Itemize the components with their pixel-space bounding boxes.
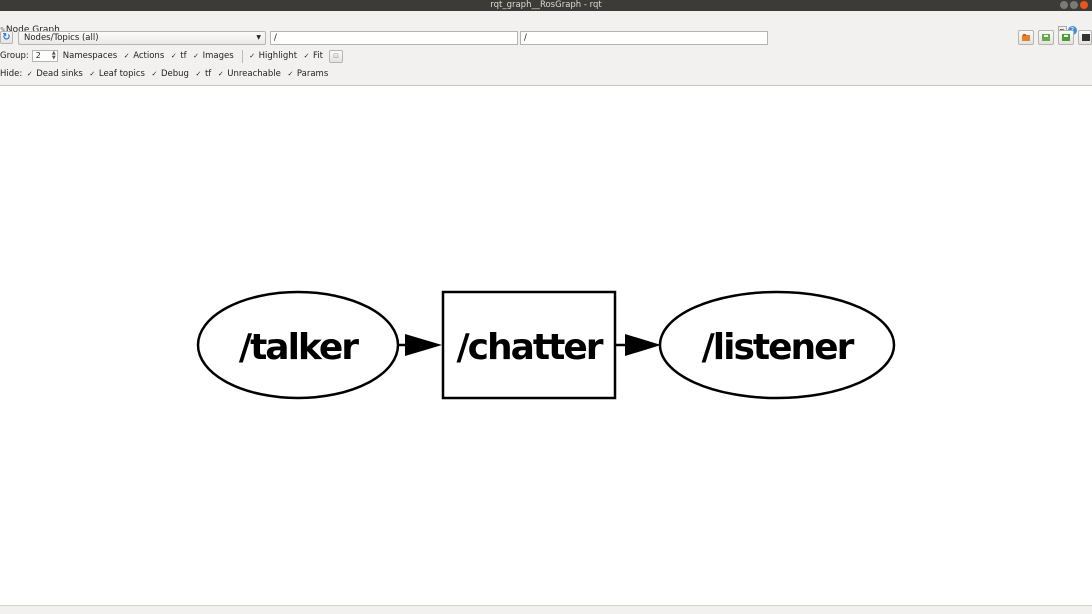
group-value: 2 xyxy=(35,51,41,60)
node-ellipse xyxy=(658,290,896,400)
save-image-button[interactable] xyxy=(1078,30,1092,45)
refresh-button[interactable]: ↻ xyxy=(0,31,13,44)
namespaces-checkbox[interactable]: Namespaces xyxy=(63,51,117,61)
check-icon: ✓ xyxy=(89,70,96,78)
topic-filter-input[interactable]: / xyxy=(520,31,768,45)
unreachable-checkbox[interactable]: ✓Unreachable xyxy=(217,69,281,79)
debug-checkbox[interactable]: ✓Debug xyxy=(151,69,189,79)
window-controls xyxy=(1060,1,1088,10)
check-icon: ✓ xyxy=(123,52,130,60)
namespaces-label: Namespaces xyxy=(62,51,118,61)
fit-in-view-button[interactable]: ⊡ xyxy=(329,49,343,63)
check-icon: ✓ xyxy=(193,52,200,60)
group-spinbox[interactable]: 2 ▲▼ xyxy=(31,50,58,62)
save-dot-icon xyxy=(1042,34,1050,41)
tf-label: tf xyxy=(180,51,187,61)
graph-canvas[interactable]: /talker /chatter /listener xyxy=(0,86,1092,605)
check-icon: ✓ xyxy=(195,70,202,78)
actions-checkbox[interactable]: ✓Actions xyxy=(123,51,165,61)
graph-type-select[interactable]: Nodes/Topics (all) ▼ xyxy=(18,31,266,45)
hide-label: Hide: xyxy=(0,69,23,79)
topic-label: /chatter xyxy=(457,327,604,368)
check-icon: ✓ xyxy=(151,70,158,78)
group-label: Group: xyxy=(0,51,29,61)
dead-sinks-checkbox[interactable]: ✓Dead sinks xyxy=(26,69,83,79)
check-icon: ✓ xyxy=(26,70,33,78)
check-icon: ✓ xyxy=(287,70,294,78)
node-label: /listener xyxy=(702,327,855,368)
tf-checkbox[interactable]: ✓tf xyxy=(170,51,187,61)
save-image-icon xyxy=(1082,34,1090,41)
spinbox-arrows-icon[interactable]: ▲▼ xyxy=(51,50,56,61)
arrow-head xyxy=(405,334,442,356)
highlight-checkbox[interactable]: ✓Highlight xyxy=(249,51,297,61)
node-listener[interactable]: /listener xyxy=(658,290,896,400)
window-titlebar: rqt_graph__RosGraph - rqt xyxy=(0,0,1092,11)
images-label: Images xyxy=(202,51,234,61)
actions-label: Actions xyxy=(133,51,165,61)
save-svg-icon xyxy=(1062,34,1070,41)
maximize-button[interactable] xyxy=(1070,1,1078,9)
pin-icon: ✎ xyxy=(0,26,6,34)
arrow-head xyxy=(625,334,661,356)
hide-tf-label: tf xyxy=(204,69,212,79)
hide-tf-checkbox[interactable]: ✓tf xyxy=(195,69,212,79)
unreachable-label: Unreachable xyxy=(227,69,281,79)
chevron-down-icon: ▼ xyxy=(256,34,261,41)
plugin-title: Node Graph xyxy=(5,25,60,35)
params-checkbox[interactable]: ✓Params xyxy=(287,69,328,79)
fit-checkbox[interactable]: ✓Fit xyxy=(303,51,323,61)
close-window-button[interactable] xyxy=(1080,1,1088,9)
edge-chatter-listener[interactable] xyxy=(615,334,661,356)
leaf-topics-checkbox[interactable]: ✓Leaf topics xyxy=(89,69,145,79)
check-icon: ✓ xyxy=(170,52,177,60)
params-label: Params xyxy=(296,69,329,79)
graph-type-value: Nodes/Topics (all) xyxy=(24,33,99,43)
dead-sinks-label: Dead sinks xyxy=(36,69,83,79)
toolbar-separator xyxy=(241,49,243,63)
node-ellipse xyxy=(196,290,400,400)
window-title: rqt_graph__RosGraph - rqt xyxy=(490,0,602,10)
plugin-title-bar: ✎Node Graph xyxy=(0,24,60,37)
images-checkbox[interactable]: ✓Images xyxy=(193,51,234,61)
fit-label: Fit xyxy=(313,51,323,61)
node-label: /talker xyxy=(239,327,359,368)
edge-talker-chatter[interactable] xyxy=(398,334,442,356)
status-bar xyxy=(0,605,1092,614)
topic-chatter[interactable]: /chatter xyxy=(441,290,617,400)
debug-label: Debug xyxy=(160,69,189,79)
check-icon: ✓ xyxy=(249,52,256,60)
save-svg-button[interactable] xyxy=(1058,30,1074,45)
save-dot-button[interactable] xyxy=(1038,30,1054,45)
node-filter-input[interactable]: / xyxy=(270,31,518,45)
topic-box xyxy=(441,290,617,400)
minimize-button[interactable] xyxy=(1060,1,1068,9)
folder-open-icon xyxy=(1022,34,1030,41)
highlight-label: Highlight xyxy=(258,51,298,61)
options-row: Group: 2 ▲▼ Namespaces ✓Actions ✓tf ✓Ima… xyxy=(0,48,343,64)
hide-row: Hide: ✓Dead sinks ✓Leaf topics ✓Debug ✓t… xyxy=(0,66,334,82)
check-icon: ✓ xyxy=(217,70,224,78)
graph-svg: /talker /chatter /listener xyxy=(196,290,896,400)
node-talker[interactable]: /talker xyxy=(196,290,400,400)
graph-controls-panel: ✎Node Graph D ? - xyxy=(0,11,1092,86)
load-dot-button[interactable] xyxy=(1018,30,1034,45)
check-icon: ✓ xyxy=(303,52,310,60)
leaf-topics-label: Leaf topics xyxy=(98,69,145,79)
